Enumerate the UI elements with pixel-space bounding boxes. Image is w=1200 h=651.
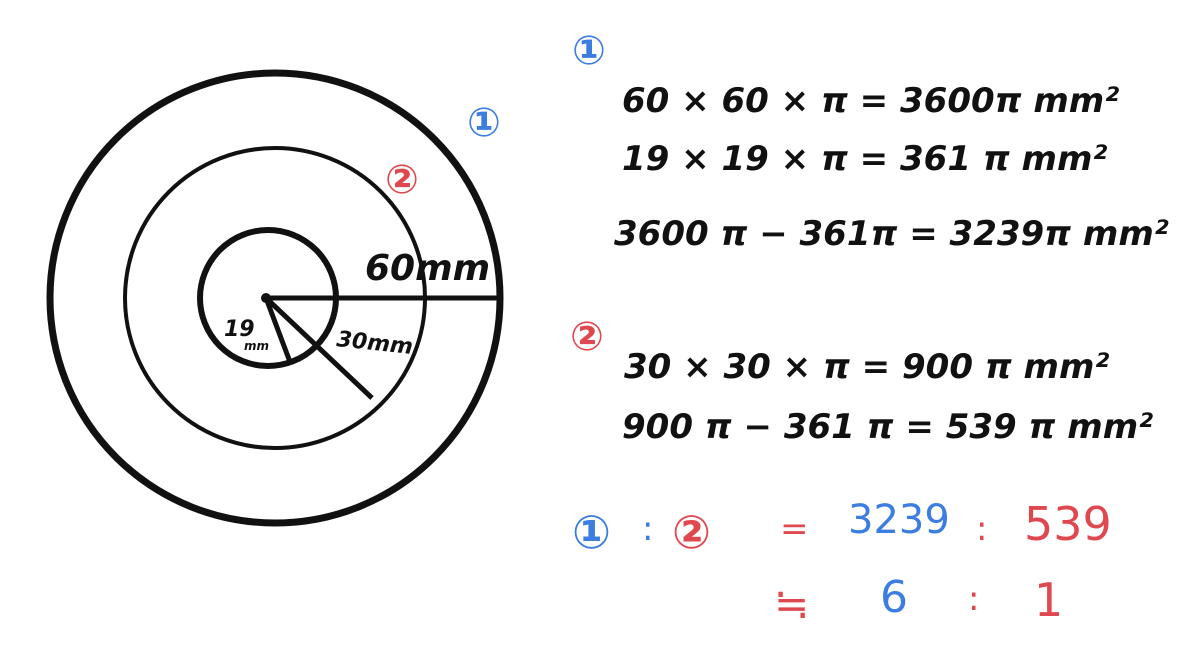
- ratio-colon-result: :: [968, 579, 979, 619]
- ratio-equals: =: [780, 509, 809, 549]
- marker-region1-diagram: ①: [467, 100, 501, 146]
- work-region1-line1: 60 × 60 × π = 3600π mm²: [622, 81, 1119, 121]
- ratio-value-b: 539: [1024, 497, 1112, 551]
- ratio-right-marker: ②: [672, 505, 711, 559]
- ratio-colon-markers: :: [642, 509, 653, 549]
- ratio-value-c: 6: [880, 572, 908, 623]
- ratio-colon-values: :: [976, 509, 987, 549]
- radius-middle-line: [264, 296, 374, 400]
- label-60mm: 60mm: [365, 248, 490, 289]
- ratio-block: ① : ② = 3239 : 539 ≒ 6 : 1: [572, 497, 1112, 628]
- marker-region2-diagram: ②: [385, 157, 419, 203]
- ratio-value-a: 3239: [848, 497, 950, 543]
- ratio-approx: ≒: [774, 579, 809, 628]
- label-19-unit: mm: [244, 339, 269, 353]
- ratio-left-marker: ①: [572, 505, 611, 559]
- ratio-value-d: 1: [1034, 573, 1063, 627]
- work-region1-marker: ①: [572, 28, 606, 74]
- label-19: 19: [224, 317, 255, 342]
- work-region2-line2: 900 π − 361 π = 539 π mm²: [622, 407, 1153, 447]
- work-region1: ① 60 × 60 × π = 3600π mm² 19 × 19 × π = …: [572, 28, 1169, 254]
- work-region2-line1: 30 × 30 × π = 900 π mm²: [624, 347, 1109, 387]
- work-region2-marker: ②: [570, 314, 604, 360]
- radius-lines: [263, 295, 500, 400]
- label-30mm: 30mm: [335, 327, 414, 360]
- work-region2: ② 30 × 30 × π = 900 π mm² 900 π − 361 π …: [570, 314, 1153, 447]
- work-region1-line3: 3600 π − 361π = 3239π mm²: [614, 214, 1169, 254]
- work-region1-line2: 19 × 19 × π = 361 π mm²: [622, 139, 1107, 179]
- radius-inner-line: [263, 297, 293, 363]
